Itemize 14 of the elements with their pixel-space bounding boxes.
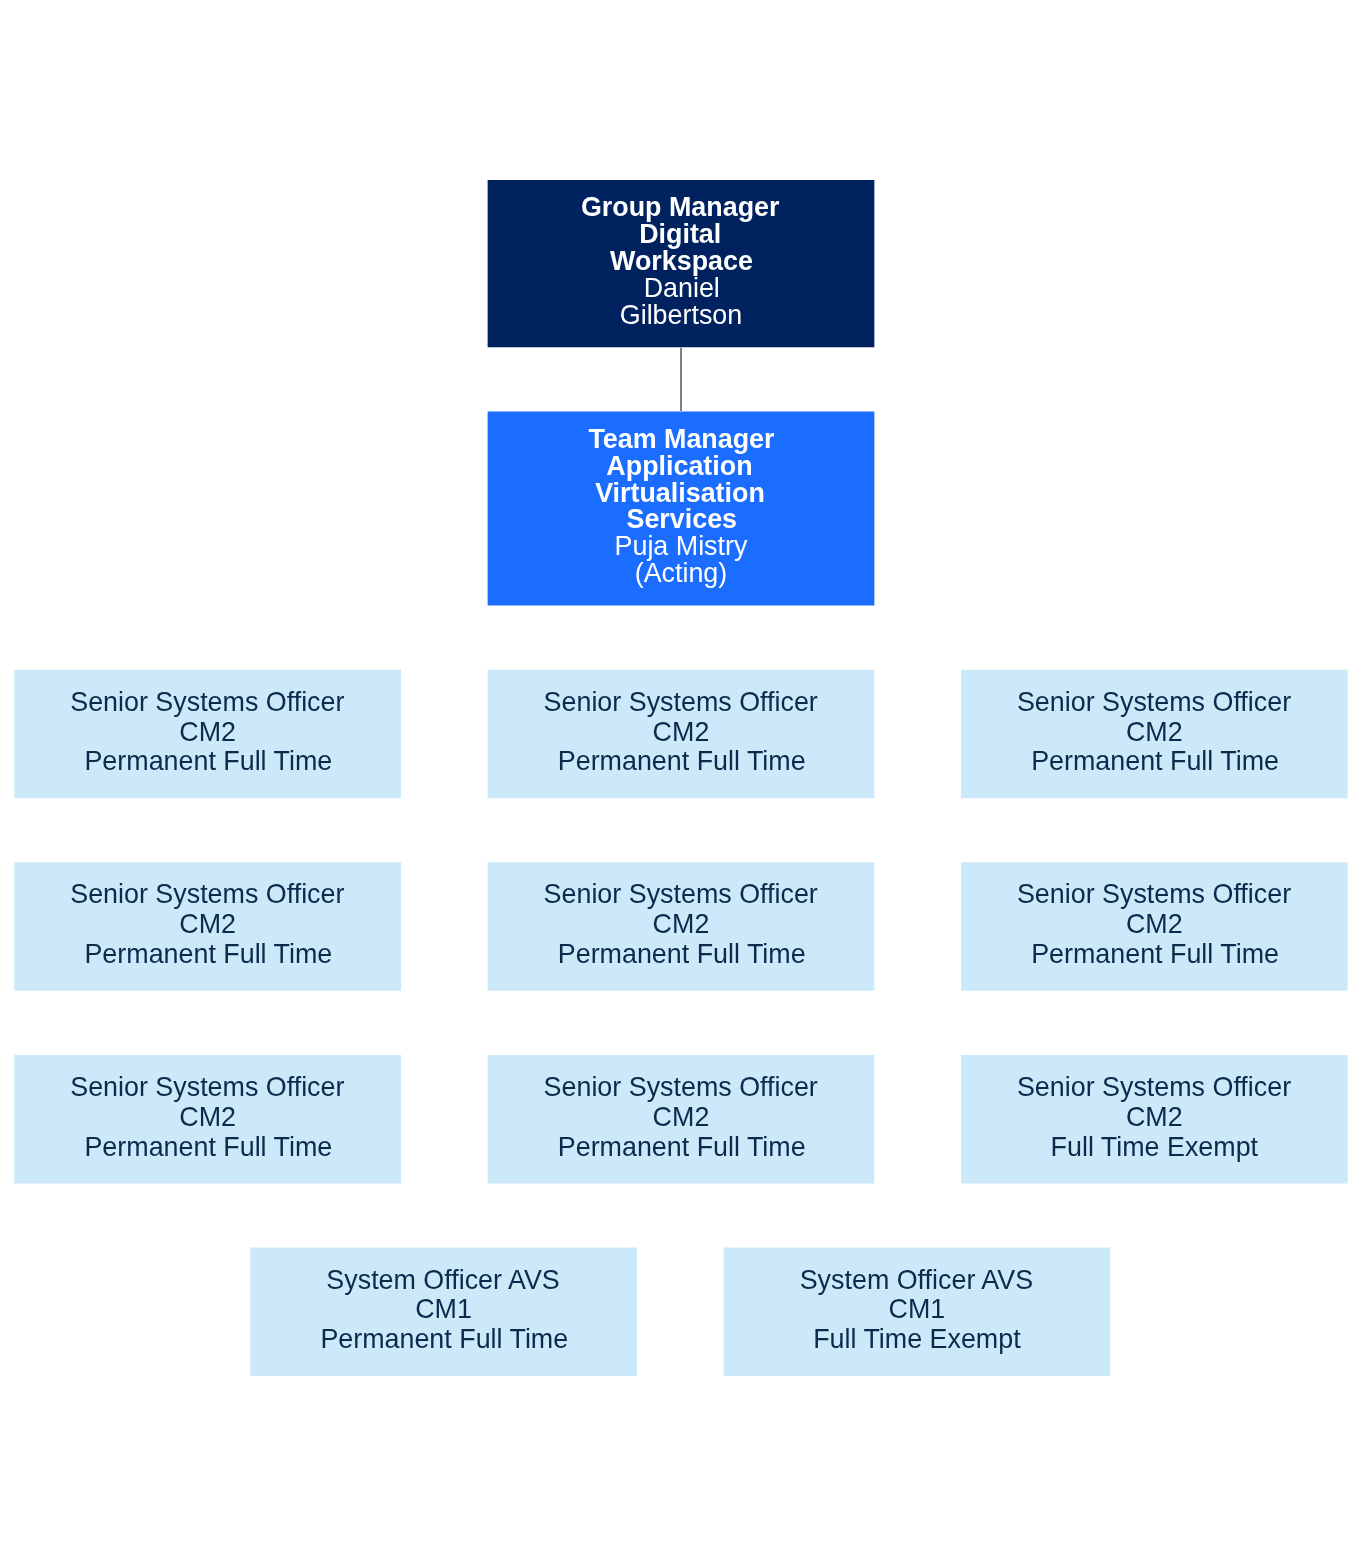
node-box: Senior Systems Officer CM2 Permanent Full Time <box>961 669 1348 799</box>
node-box: Senior Systems Officer CM2 Permanent Full Time <box>961 862 1348 991</box>
node-box: Senior Systems Officer CM2 Permanent Full Time <box>14 669 401 799</box>
node-box: Senior Systems Officer CM2 Permanent Full Time <box>487 669 875 799</box>
node-box: Senior Systems Officer CM2 Permanent Full Time <box>14 1055 401 1184</box>
node-box: Senior Systems Officer CM2 Permanent Full Time <box>487 1055 875 1184</box>
node-box: Senior Systems Officer CM2 Permanent Full Time <box>487 862 875 991</box>
connector <box>680 346 682 412</box>
node-box: Senior Systems Officer CM2 Permanent Full Time <box>14 862 401 991</box>
node-box: Team Manager Application Virtualisation Services Puja Mistry (Acting) <box>487 411 875 606</box>
node-box: System Officer AVS CM1 Full Time Exempt <box>723 1247 1111 1377</box>
node-box: Senior Systems Officer CM2 Full Time Exempt <box>961 1055 1348 1184</box>
node-box: Group Manager Digital Workspace Daniel Gilbertson <box>487 179 875 348</box>
node-box: System Officer AVS CM1 Permanent Full Time <box>250 1247 637 1377</box>
